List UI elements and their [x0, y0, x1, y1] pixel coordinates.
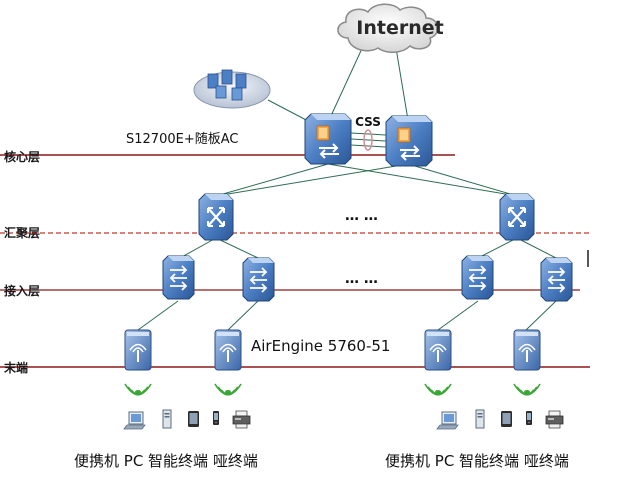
- laptop-icon: [436, 411, 459, 430]
- ap-model-label: AirEngine 5760-51: [251, 337, 390, 355]
- endpoint-devices-right: [436, 409, 564, 430]
- printer-icon: [545, 410, 564, 429]
- access-ap-links: [137, 300, 557, 331]
- css-stack-marker: [363, 129, 373, 151]
- access-ellipsis: … …: [345, 271, 378, 287]
- pc-icon: [162, 409, 172, 429]
- aggregation-access-links: [179, 237, 557, 259]
- wifi-signal-3-icon: [424, 383, 452, 396]
- access-switch-4-icon: [540, 257, 573, 302]
- access-switch-3-icon: [461, 255, 494, 300]
- aggregation-switch-left-icon: [197, 192, 235, 242]
- server-farm-icon: [193, 69, 271, 109]
- access-switch-1-icon: [162, 255, 195, 300]
- wifi-signal-2-icon: [214, 383, 242, 396]
- endpoint-devices-left: [123, 409, 251, 430]
- endpoint-caption-right: 便携机 PC 智能终端 哑终端: [385, 452, 569, 470]
- laptop-icon: [123, 411, 146, 430]
- printer-icon: [232, 410, 251, 429]
- internet-links: [267, 41, 409, 123]
- wifi-signal-1-icon: [124, 383, 152, 396]
- aggregation-switch-right-icon: [498, 192, 536, 242]
- css-stack-links: [350, 132, 387, 148]
- css-label: CSS: [355, 115, 381, 129]
- phone-icon: [213, 411, 219, 425]
- tablet-icon: [501, 411, 512, 427]
- access-point-2-icon: [214, 329, 242, 371]
- tablet-icon: [188, 411, 199, 427]
- aggregation-ellipsis: … …: [345, 208, 378, 224]
- core-device-label: S12700E+随板AC: [126, 132, 238, 147]
- wifi-signal-4-icon: [513, 383, 541, 396]
- access-layer-label: 接入层: [4, 283, 40, 298]
- access-point-4-icon: [513, 329, 541, 371]
- internet-cloud-icon: [337, 3, 439, 53]
- internet-label: Internet: [356, 17, 443, 39]
- pc-icon: [475, 409, 485, 429]
- endpoint-caption-left: 便携机 PC 智能终端 哑终端: [74, 452, 258, 470]
- access-point-1-icon: [124, 329, 152, 371]
- core-switch-left-icon: [304, 113, 352, 165]
- phone-icon: [526, 411, 532, 425]
- core-switch-right-icon: [385, 115, 433, 167]
- access-switch-2-icon: [242, 257, 275, 302]
- core-aggregation-links: [215, 163, 518, 197]
- aggregation-layer-label: 汇聚层: [4, 226, 40, 240]
- access-point-3-icon: [424, 329, 452, 371]
- core-layer-label: 核心层: [4, 149, 40, 164]
- terminal-layer-label: 末端: [4, 360, 28, 375]
